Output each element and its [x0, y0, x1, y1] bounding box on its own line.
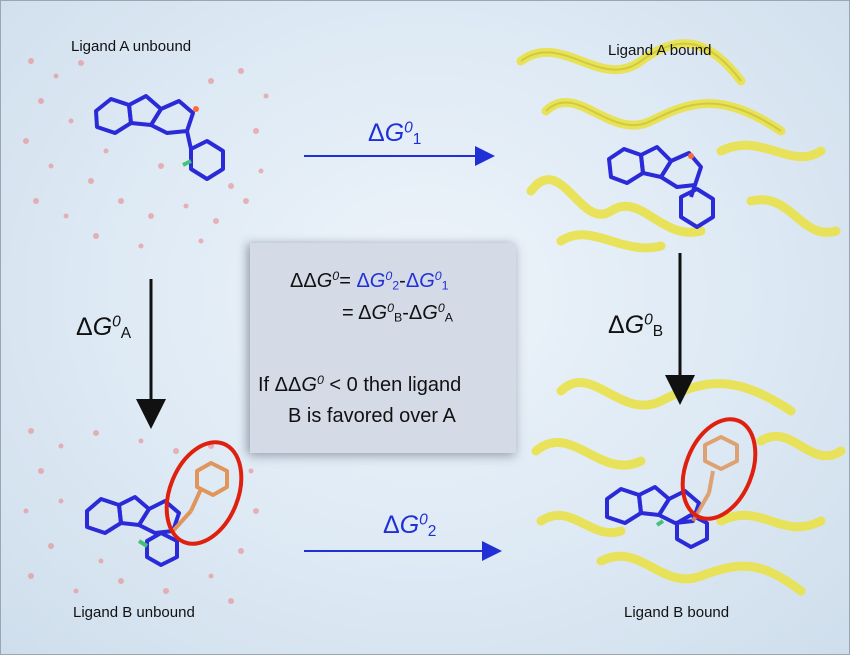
label-dgA: ΔG0A: [76, 313, 132, 343]
panel-ligand-b-unbound: [23, 428, 259, 604]
caption-ligand-a-bound: Ligand A bound: [608, 42, 712, 59]
panel-ligand-a-bound: [516, 39, 841, 253]
caption-ligand-b-unbound: Ligand B unbound: [73, 604, 195, 621]
label-dg2: ΔG02: [383, 511, 437, 541]
equation-box: ΔΔG0= ΔG02-ΔG01 = ΔG0B-ΔG0A If ΔΔG0 < 0 …: [250, 243, 516, 453]
panel-ligand-a-unbound: [23, 58, 269, 249]
equation-line-1: ΔΔG0= ΔG02-ΔG01: [290, 269, 449, 293]
condition-line-1: If ΔΔG0 < 0 then ligand: [258, 373, 462, 396]
condition-line-2: B is favored over A: [288, 405, 456, 427]
equation-line-2: = ΔG0B-ΔG0A: [342, 301, 453, 325]
caption-ligand-b-bound: Ligand B bound: [624, 604, 730, 621]
label-dgB: ΔG0B: [608, 311, 664, 341]
panel-ligand-b-bound: [531, 378, 846, 596]
label-dg1: ΔG01: [368, 119, 422, 149]
caption-ligand-a-unbound: Ligand A unbound: [71, 38, 192, 55]
